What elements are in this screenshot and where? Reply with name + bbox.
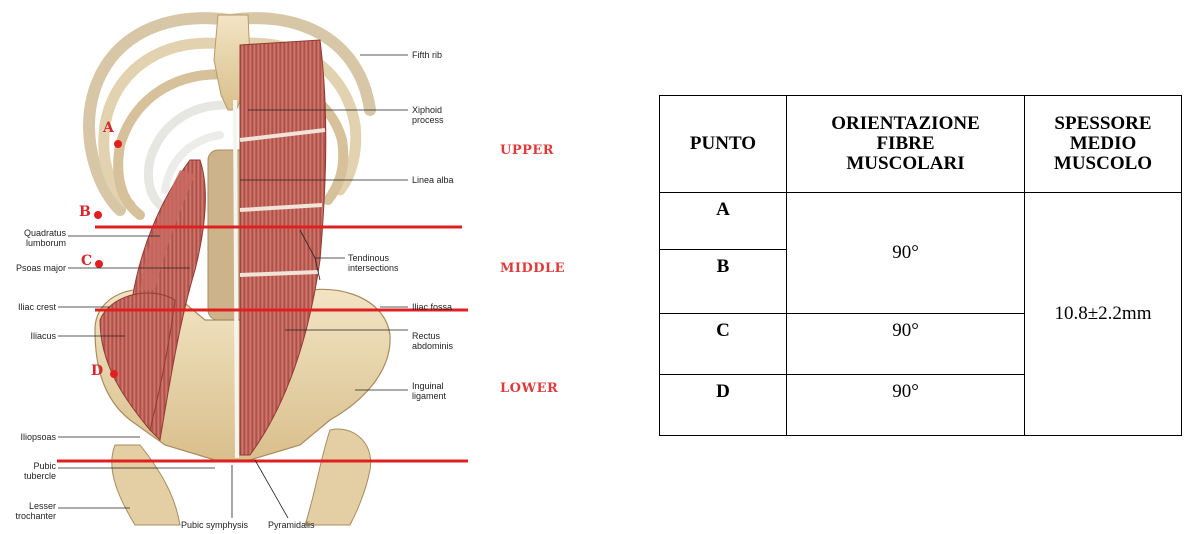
femur-right (305, 429, 371, 525)
cell-spessore: 10.8±2.2mm (1025, 193, 1182, 436)
anatomy-figure: Fifth rib Xiphoid process Linea alba Ten… (0, 0, 560, 534)
zone-upper: UPPER (500, 143, 554, 158)
point-b-dot (94, 211, 102, 219)
label-rectus-abdominis: Rectus abdominis (412, 331, 453, 351)
zone-lower: LOWER (500, 381, 558, 396)
label-inguinal-ligament: Inguinal ligament (412, 381, 446, 401)
point-label-c: C (81, 253, 92, 269)
label-pubic-tubercle: Pubic tubercle (0, 461, 56, 481)
label-iliopsoas: Iliopsoas (0, 432, 56, 442)
label-pubic-symphysis: Pubic symphysis (181, 520, 248, 530)
cell-orientazione-d: 90° (787, 375, 1025, 436)
header-spessore: SPESSORE MEDIO MUSCOLO (1025, 96, 1182, 193)
point-d-dot (110, 370, 118, 378)
label-iliac-fossa: Iliac fossa (412, 302, 452, 312)
cell-punto-d: D (660, 375, 787, 436)
measurement-table: PUNTO ORIENTAZIONE FIBRE MUSCOLARI SPESS… (659, 95, 1182, 436)
zone-middle: MIDDLE (500, 261, 565, 276)
label-iliac-crest: Iliac crest (0, 302, 56, 312)
header-orientazione: ORIENTAZIONE FIBRE MUSCOLARI (787, 96, 1025, 193)
label-xiphoid-process: Xiphoid process (412, 105, 444, 125)
label-pyramidalis: Pyramidalis (268, 520, 315, 530)
point-label-b: B (79, 204, 91, 220)
cell-punto-a: A (660, 193, 787, 250)
label-linea-alba: Linea alba (412, 175, 454, 185)
label-iliacus: Iliacus (0, 331, 56, 341)
cell-punto-b: B (660, 250, 787, 314)
label-quadratus-lumborum: Quadratus lumborum (10, 228, 66, 248)
femur-left (112, 445, 180, 525)
header-punto: PUNTO (660, 96, 787, 193)
label-fifth-rib: Fifth rib (412, 50, 442, 60)
cell-orientazione-c: 90° (787, 314, 1025, 375)
cell-punto-c: C (660, 314, 787, 375)
point-label-a: A (103, 120, 114, 136)
cell-orientazione-ab: 90° (787, 193, 1025, 314)
point-c-dot (95, 260, 103, 268)
point-label-d: D (91, 363, 103, 379)
table-header-row: PUNTO ORIENTAZIONE FIBRE MUSCOLARI SPESS… (660, 96, 1182, 193)
linea-alba (235, 100, 237, 458)
label-lesser-trochanter: Lesser trochanter (0, 501, 56, 521)
point-a-dot (114, 140, 122, 148)
label-tendinous-intersections: Tendinous intersections (348, 253, 399, 273)
table-row-a: A 90° 10.8±2.2mm (660, 193, 1182, 250)
label-psoas-major: Psoas major (4, 263, 66, 273)
